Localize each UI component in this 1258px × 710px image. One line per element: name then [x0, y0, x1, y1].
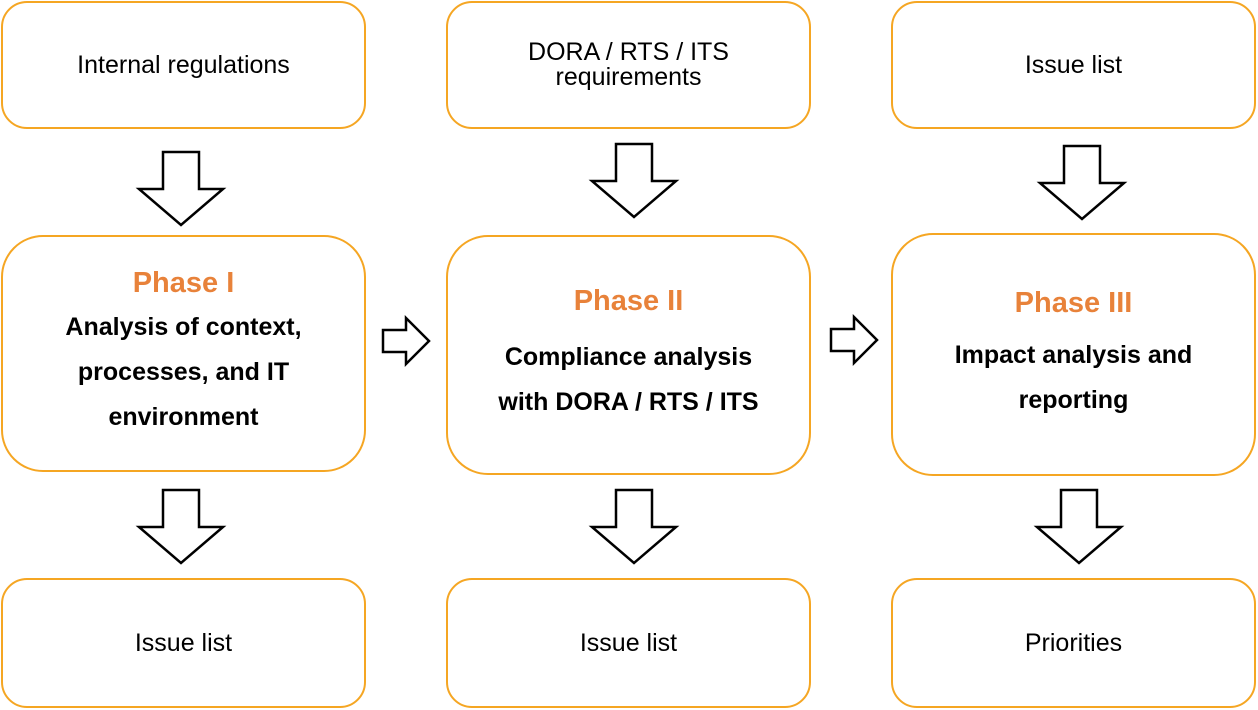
output-box-issue-list: Issue list [1, 578, 366, 708]
output-text: Issue list [134, 628, 233, 657]
input-text-line-2: requirements [555, 63, 702, 91]
phase-title: Phase II [573, 285, 684, 317]
input-box-dora-requirements: DORA / RTS / ITS requirements [446, 1, 811, 129]
down-arrow-icon [1036, 144, 1128, 221]
phase-box-1: Phase I Analysis of context, processes, … [1, 235, 366, 472]
down-arrow-icon [588, 488, 680, 565]
down-arrow-icon [135, 488, 227, 565]
right-arrow-icon [381, 314, 431, 368]
output-box-issue-list: Issue list [446, 578, 811, 708]
phase-description: Analysis of context, processes, and IT e… [65, 313, 302, 431]
down-arrow-icon [588, 142, 680, 219]
down-arrow-icon [135, 150, 227, 227]
output-text: Issue list [579, 628, 678, 657]
phase-title: Phase III [1014, 286, 1133, 319]
phase-title: Phase I [132, 267, 235, 299]
input-text: Internal regulations [77, 50, 290, 79]
phase-box-3: Phase III Impact analysis and reporting [891, 233, 1256, 476]
output-box-priorities: Priorities [891, 578, 1256, 708]
phase-description: Impact analysis and reporting [954, 340, 1193, 414]
input-text: Issue list [1024, 50, 1123, 79]
input-box-issue-list: Issue list [891, 1, 1256, 129]
phase-description: Compliance analysis with DORA / RTS / IT… [498, 343, 759, 416]
input-box-internal-regulations: Internal regulations [1, 1, 366, 129]
right-arrow-icon [829, 313, 879, 367]
output-text: Priorities [1024, 628, 1123, 657]
phase-box-2: Phase II Compliance analysis with DORA /… [446, 235, 811, 475]
down-arrow-icon [1033, 488, 1125, 565]
input-text-line-1: DORA / RTS / ITS [528, 38, 729, 66]
